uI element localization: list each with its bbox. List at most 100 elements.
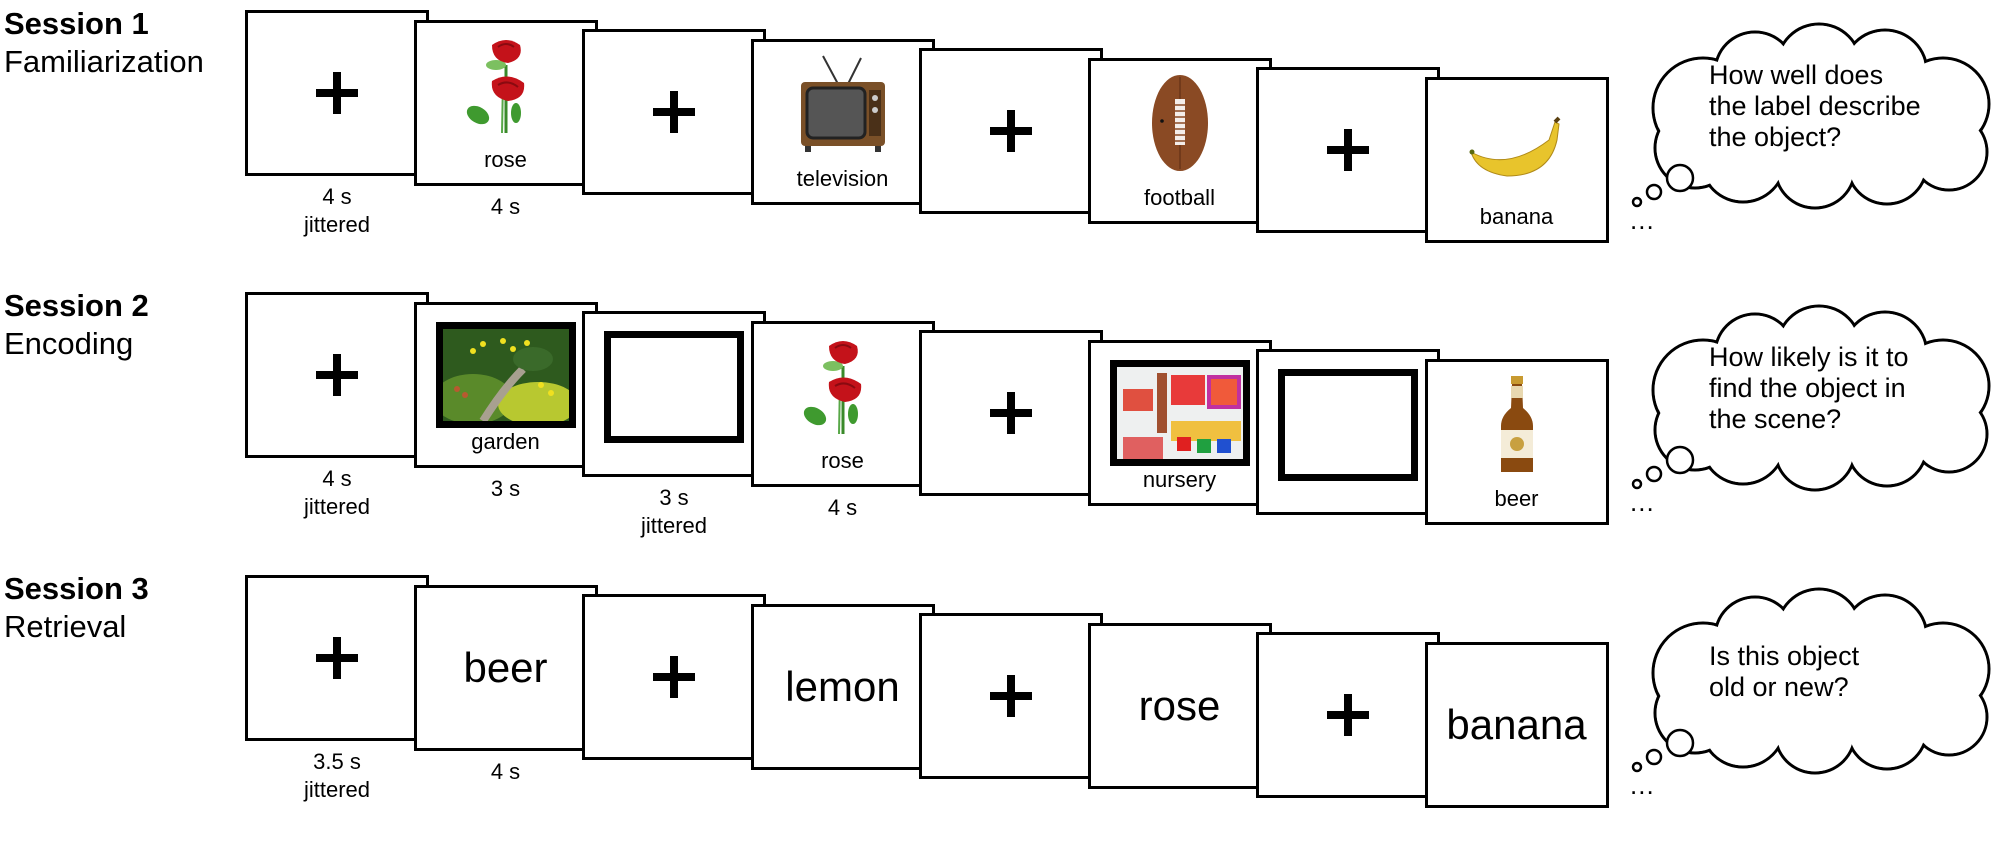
- question-line: How well does: [1709, 60, 1884, 90]
- stimulus-card-object: banana: [1424, 76, 1609, 243]
- fixation-cross-icon: [316, 72, 358, 114]
- fixation-cross-icon: [316, 637, 358, 679]
- session-phase: Familiarization: [4, 44, 204, 79]
- television-image: [793, 54, 893, 154]
- blank-frame: [1278, 369, 1418, 481]
- thought-bubble-large: [1665, 728, 1695, 758]
- thought-bubble-medium: [1645, 748, 1663, 766]
- beer-image: [1467, 374, 1567, 474]
- duration-line: 4 s: [490, 193, 521, 219]
- thought-cloud-shape: [1631, 304, 1991, 492]
- stimulus-card-cross: [919, 613, 1103, 779]
- football-image: [1130, 73, 1230, 173]
- continuation-ellipsis: ...: [1630, 205, 1655, 235]
- object-label: rose: [484, 146, 527, 172]
- thought-bubble-small: [1631, 478, 1643, 490]
- object-label: football: [1144, 184, 1215, 210]
- stimulus-card-word: banana: [1424, 641, 1609, 808]
- rose-image: [456, 35, 556, 135]
- word-cue: banana: [1446, 700, 1587, 748]
- thought-bubble-small: [1631, 196, 1643, 208]
- scene-label: nursery: [1142, 466, 1217, 492]
- stimulus-card-cross: [582, 29, 766, 195]
- word-cue: beer: [463, 643, 548, 691]
- duration-line: 4 s: [490, 758, 521, 784]
- question-line: the object?: [1709, 122, 1842, 152]
- session-phase: Encoding: [4, 326, 134, 361]
- fixation-cross-icon: [653, 656, 695, 698]
- fixation-cross-icon: [653, 91, 695, 133]
- thought-bubble-small: [1631, 761, 1643, 773]
- duration-label: 4 s: [754, 494, 932, 522]
- duration-line: 3 s: [490, 475, 521, 501]
- object-label: rose: [821, 447, 864, 473]
- continuation-ellipsis: ...: [1630, 770, 1655, 800]
- continuation-ellipsis: ...: [1630, 487, 1655, 517]
- stimulus-card-cross: [582, 594, 766, 760]
- stimulus-card-object: football: [1087, 57, 1272, 224]
- session-title: Session 2: [4, 288, 149, 323]
- duration-label: 4 s: [417, 758, 595, 786]
- question-line: old or new?: [1709, 672, 1849, 702]
- thought-cloud-shape: [1631, 587, 1991, 775]
- fixation-cross-icon: [990, 110, 1032, 152]
- stimulus-card-scene: garden 3 s: [413, 301, 598, 501]
- banana-image: [1467, 92, 1567, 192]
- blank-frame: [604, 331, 744, 443]
- stimulus-card-object: television: [750, 38, 935, 205]
- object-label: television: [796, 165, 889, 191]
- stimulus-card-object: rose 4 s: [750, 320, 935, 520]
- stimulus-card-object: beer: [1424, 358, 1609, 525]
- fixation-cross-icon: [316, 354, 358, 396]
- cloud-fill: [1691, 60, 1951, 176]
- duration-label: 3 s: [417, 475, 595, 503]
- garden-image: [435, 321, 576, 428]
- duration-line: 4 s: [322, 466, 352, 491]
- object-label: banana: [1479, 203, 1554, 229]
- stimulus-card-cross: [919, 48, 1103, 214]
- fixation-cross-icon: [1327, 694, 1369, 736]
- duration-line: jittered: [303, 494, 371, 519]
- duration-label: 4 s: [417, 193, 595, 221]
- stimulus-card-scene: nursery: [1087, 339, 1272, 506]
- thought-bubble-medium: [1645, 465, 1663, 483]
- fixation-cross-icon: [990, 392, 1032, 434]
- fixation-cross-icon: [1327, 129, 1369, 171]
- duration-line: 3 s: [659, 485, 689, 510]
- rose-image: [793, 336, 893, 436]
- cloud-fill: [1691, 625, 1951, 741]
- session-phase: Retrieval: [4, 609, 127, 644]
- duration-line: 4 s: [827, 494, 858, 520]
- stimulus-card-cross: 4 s jittered: [245, 292, 429, 519]
- stimulus-card-object: rose 4 s: [413, 19, 598, 219]
- stimulus-card-cross: [919, 330, 1103, 496]
- stimulus-card-word: beer 4 s: [413, 584, 598, 784]
- nursery-image: [1109, 359, 1250, 466]
- stimulus-card-cross: [1256, 632, 1440, 798]
- duration-line: jittered: [303, 212, 371, 237]
- stimulus-card-cross: [1256, 67, 1440, 233]
- scene-label: garden: [471, 428, 540, 454]
- question-line: How likely is it to: [1709, 342, 1909, 372]
- session-title: Session 1: [4, 6, 149, 41]
- duration-line: jittered: [303, 777, 371, 802]
- fixation-cross-icon: [990, 675, 1032, 717]
- stimulus-card-word: rose: [1087, 622, 1272, 789]
- thought-bubble-large: [1665, 163, 1695, 193]
- object-label: beer: [1494, 485, 1539, 511]
- question-line: the label describe: [1709, 91, 1921, 121]
